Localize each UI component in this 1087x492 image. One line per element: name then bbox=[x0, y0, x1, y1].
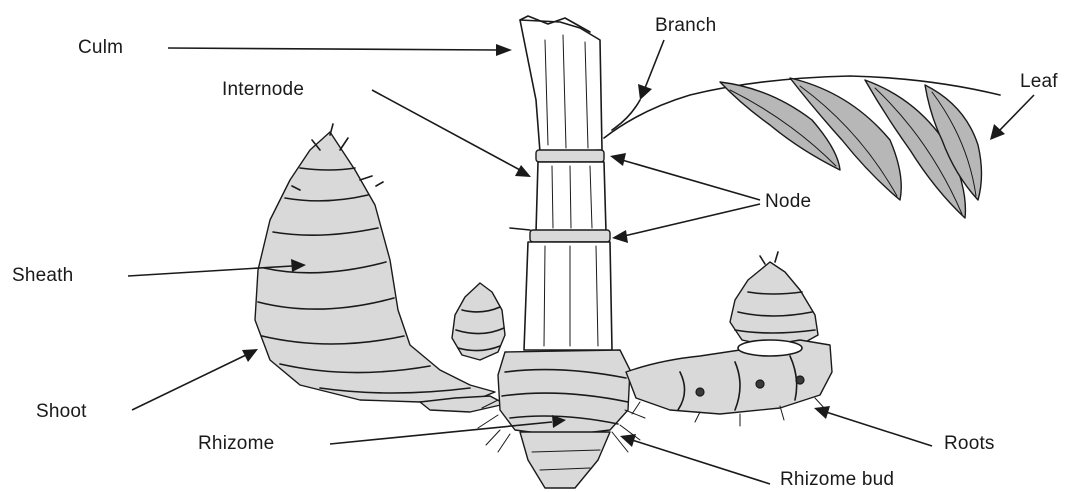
label-leaf: Leaf bbox=[1020, 72, 1058, 91]
small-shoot bbox=[452, 283, 505, 360]
culm-stalk bbox=[510, 16, 612, 350]
label-sheath: Sheath bbox=[12, 266, 73, 285]
label-node: Node bbox=[765, 192, 811, 211]
label-culm: Culm bbox=[78, 38, 123, 57]
label-rhizome-bud: Rhizome bud bbox=[780, 470, 894, 489]
label-branch: Branch bbox=[655, 16, 716, 35]
label-internode: Internode bbox=[222, 80, 304, 99]
label-roots: Roots bbox=[944, 434, 995, 453]
label-shoot: Shoot bbox=[36, 402, 87, 421]
right-shoot bbox=[626, 252, 832, 426]
label-rhizome: Rhizome bbox=[198, 434, 274, 453]
